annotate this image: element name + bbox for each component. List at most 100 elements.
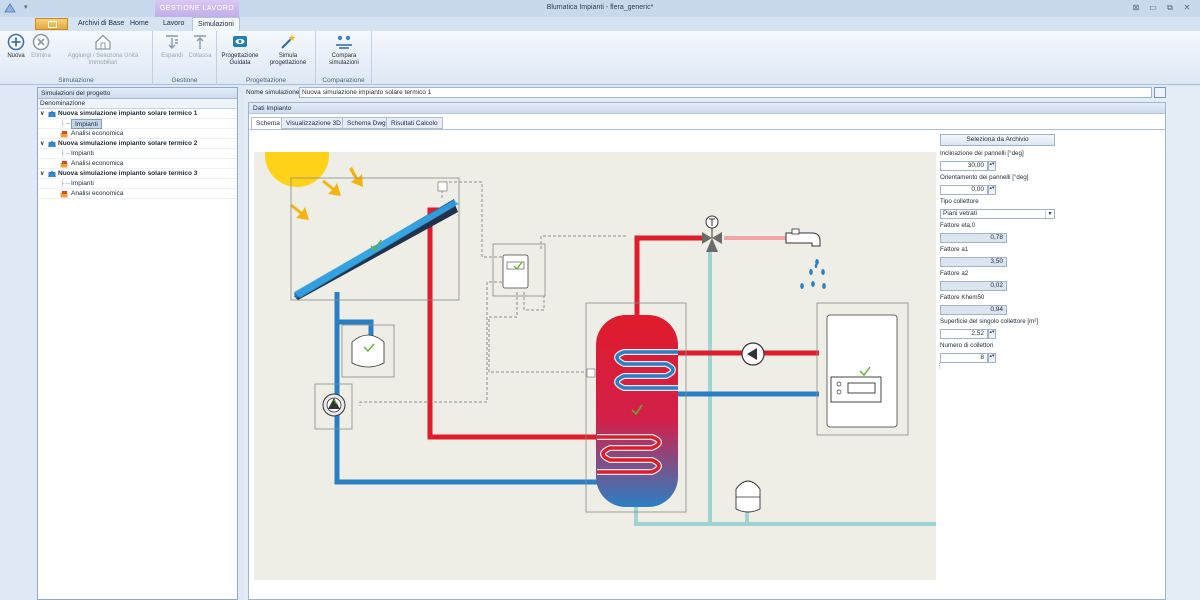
quick-access-dropdown[interactable]: ▾ xyxy=(24,4,28,11)
eta0-label: Fattore eta,0 xyxy=(940,222,976,229)
close-button[interactable]: ✕ xyxy=(1183,3,1191,12)
tree-node-analisi-economica[interactable]: Analisi economica xyxy=(38,129,237,139)
tipo-collettore-select[interactable]: Piani vetrati xyxy=(940,209,1055,219)
tree-node-analisi-economica[interactable]: Analisi economica xyxy=(38,159,237,169)
schema-drawing xyxy=(265,152,936,526)
system-schema xyxy=(254,152,936,580)
tree-node-analisi-economica[interactable]: Analisi economica xyxy=(38,189,237,199)
context-tab-group-title: GESTIONE LAVORO xyxy=(155,0,239,17)
elimina-button[interactable]: Elimina xyxy=(29,33,53,60)
seleziona-da-archivio-button[interactable]: Seleziona da Archivio xyxy=(940,134,1055,146)
ribbon-group-comparazione: Compara simulazioni Comparazione xyxy=(316,31,372,85)
tree-node-impianti[interactable]: ├ ─ Impianti xyxy=(38,149,237,159)
tab-schema-dwg[interactable]: Schema Dwg xyxy=(342,117,391,129)
plus-circle-icon xyxy=(7,33,25,51)
compara-simulazioni-button[interactable]: Compara simulazioni xyxy=(322,33,366,67)
group-label-comparazione: Comparazione xyxy=(322,77,365,84)
numero-collettori-input[interactable]: 8 xyxy=(940,353,988,363)
aggiungi-unita-button[interactable]: Aggiungi / Seleziona Unità Immobiliari xyxy=(56,33,150,67)
solar-simulation-icon xyxy=(48,140,56,148)
schema-splitter-grip-icon[interactable]: ⋮ xyxy=(936,363,943,370)
ribbon-toggle-icon[interactable]: ⊠ xyxy=(1132,3,1140,12)
collapse-toggle-icon[interactable]: ∨ xyxy=(40,141,45,147)
numero-collettori-spinner[interactable]: ▴▾ xyxy=(988,353,996,363)
khem50-field: 0,94 xyxy=(940,305,1007,315)
a2-label: Fattore a2 xyxy=(940,270,969,277)
inclinazione-label: Inclinazione dei pannelli [°deg] xyxy=(940,150,1024,157)
tab-lavoro[interactable]: Lavoro xyxy=(163,20,185,27)
inclinazione-spinner[interactable]: ▴▾ xyxy=(988,161,996,171)
money-icon xyxy=(60,161,68,168)
panel-splitter[interactable] xyxy=(238,87,244,600)
progettazione-guidata-button[interactable]: Progettazione Guidata xyxy=(220,33,260,67)
tree-node-simulation-1[interactable]: ∨ Nuova simulazione impianto solare term… xyxy=(38,109,237,119)
tree-node-simulation-3[interactable]: ∨ Nuova simulazione impianto solare term… xyxy=(38,169,237,179)
superficie-input[interactable]: 2,52 xyxy=(940,329,988,339)
restore-button[interactable]: ⧉ xyxy=(1167,3,1173,12)
simula-progettazione-button[interactable]: Simula progettazione xyxy=(263,33,313,67)
boiler-icon xyxy=(826,314,898,428)
title-bar: ▾ GESTIONE LAVORO Blumatica Impianti - f… xyxy=(0,0,1200,17)
ribbon-group-progettazione: Progettazione Guidata Simula progettazio… xyxy=(217,31,316,85)
panel-title: Simulazioni del progetto xyxy=(38,88,237,99)
tab-divider xyxy=(250,129,1165,130)
superficie-spinner[interactable]: ▴▾ xyxy=(988,329,996,339)
tree-label: Analisi economica xyxy=(71,160,124,167)
tab-archivi-di-base[interactable]: Archivi di Base xyxy=(78,20,125,27)
nuova-button[interactable]: Nuova xyxy=(3,33,29,60)
tab-visualizzazione-3d[interactable]: Visualizzazione 3D xyxy=(281,117,346,129)
a1-label: Fattore a1 xyxy=(940,246,969,253)
compare-icon xyxy=(336,35,352,49)
simulation-name-input[interactable]: Nuova simulazione impianto solare termic… xyxy=(299,87,1152,98)
house-icon xyxy=(95,34,111,50)
collassa-button[interactable]: Collassa xyxy=(186,33,214,60)
simulations-panel: Simulazioni del progetto Denominazione ∨… xyxy=(37,87,238,600)
nuova-label: Nuova xyxy=(7,53,25,59)
espandi-label: Espandi xyxy=(161,53,183,59)
file-icon xyxy=(48,21,57,28)
compara-label: Compara simulazioni xyxy=(329,53,359,66)
expansion-vessel-frame xyxy=(341,324,395,378)
expand-icon xyxy=(166,35,178,49)
controller-icon xyxy=(502,254,529,289)
dati-impianto-title: Dati Impianto xyxy=(249,103,1165,114)
x-circle-icon xyxy=(32,33,50,51)
collector-sensor xyxy=(437,181,448,192)
tree-label: Analisi economica xyxy=(71,130,124,137)
ribbon-group-gestione: Espandi Collassa Gestione xyxy=(153,31,217,85)
sunlight-arrows xyxy=(290,167,363,220)
numero-collettori-label: Numero di collettori xyxy=(940,342,994,349)
tab-home[interactable]: Home xyxy=(130,20,149,27)
tipo-collettore-label: Tipo collettore xyxy=(940,198,979,205)
tree-label: Nuova simulazione impianto solare termic… xyxy=(58,140,198,147)
app-logo-icon xyxy=(4,3,16,13)
tree-label: Analisi economica xyxy=(71,190,124,197)
money-icon xyxy=(60,191,68,198)
orientamento-input[interactable]: 0,00 xyxy=(940,185,988,195)
collapse-toggle-icon[interactable]: ∨ xyxy=(40,171,45,177)
ribbon-group-simulazione: Nuova Elimina Aggiungi / Seleziona Unità… xyxy=(0,31,153,85)
inclinazione-input[interactable]: 30,00 xyxy=(940,161,988,171)
orientamento-label: Orientamento dei pannelli [°deg] xyxy=(940,174,1029,181)
minimize-button[interactable]: ▭ xyxy=(1149,3,1157,12)
faucet-icon xyxy=(785,228,821,247)
espandi-button[interactable]: Espandi xyxy=(159,33,185,60)
tank-sensor xyxy=(586,368,596,378)
solar-simulation-icon xyxy=(48,170,56,178)
a1-field: 3,50 xyxy=(940,257,1007,267)
chevron-down-icon[interactable]: ▼ xyxy=(1045,210,1054,218)
khem50-label: Fattore Khem50 xyxy=(940,294,985,301)
tree-node-impianti[interactable]: ├ ─ Impianti xyxy=(38,179,237,189)
tab-simulazioni[interactable]: Simulazioni xyxy=(192,17,240,32)
collapse-toggle-icon[interactable]: ∨ xyxy=(40,111,45,117)
elimina-label: Elimina xyxy=(31,53,51,59)
tree-node-impianti[interactable]: ├ ─ Impianti xyxy=(38,119,237,129)
name-edit-button[interactable] xyxy=(1154,87,1166,98)
file-menu-button[interactable] xyxy=(35,18,68,30)
tab-risultati-calcolo[interactable]: Risultati Calcolo xyxy=(386,117,443,129)
tree-node-simulation-2[interactable]: ∨ Nuova simulazione impianto solare term… xyxy=(38,139,237,149)
orientamento-spinner[interactable]: ▴▾ xyxy=(988,185,996,195)
column-header-denominazione[interactable]: Denominazione xyxy=(38,99,237,109)
group-label-progettazione: Progettazione xyxy=(245,77,287,84)
ribbon-tab-row xyxy=(0,17,1200,31)
